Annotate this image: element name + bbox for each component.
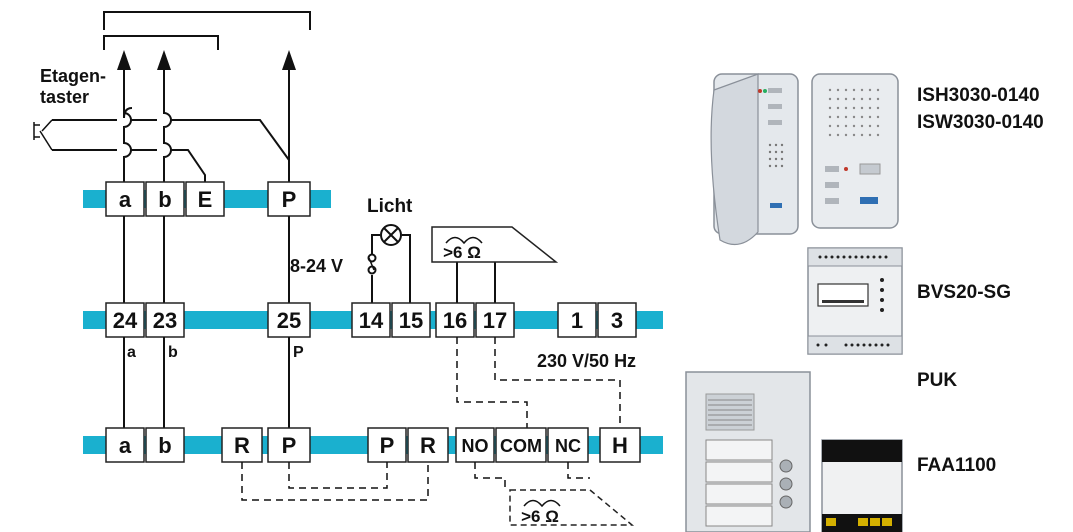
terminal-label: P [282, 187, 297, 212]
floor-button-symbol [33, 119, 53, 151]
terminal-label: 16 [443, 308, 467, 333]
licht-label: Licht [367, 196, 413, 217]
terminal-label: R [420, 433, 436, 458]
terminal-label: 14 [359, 308, 384, 333]
terminal-24 [105, 302, 145, 338]
etagentaster-label-1: Etagen- [40, 66, 106, 86]
top-bracket [103, 11, 311, 50]
wire-p-label: P [293, 344, 304, 361]
handset-device-illustration [710, 73, 799, 246]
terminal-com [495, 427, 547, 463]
terminal-label: COM [500, 436, 542, 456]
terminal-b-bottom [145, 427, 185, 463]
terminal-e [185, 181, 225, 217]
dashed-wires-lower [456, 337, 621, 428]
terminal-label: NC [555, 436, 581, 456]
wires-mid [123, 216, 496, 303]
terminal-3 [597, 302, 637, 338]
terminal-label: a [119, 433, 132, 458]
wire-a-label: a [127, 344, 136, 361]
door-station-illustration [685, 371, 811, 532]
model-label-handset-1: ISH3030-0140 [917, 85, 1040, 106]
terminal-label: 25 [277, 308, 301, 333]
terminal-r [221, 427, 263, 463]
terminal-nc [547, 427, 589, 463]
adapter-illustration [821, 439, 903, 532]
model-label-door-station: PUK [917, 370, 957, 391]
terminal-label: b [158, 187, 171, 212]
terminal-r2 [407, 427, 449, 463]
etagentaster-label-2: taster [40, 87, 89, 107]
resistor-box-bottom: >6 Ω [509, 489, 635, 526]
terminal-label: 24 [113, 308, 138, 333]
wires-lower [123, 337, 290, 428]
terminal-label: b [158, 433, 171, 458]
terminal-label: H [612, 433, 628, 458]
terminal-label: R [234, 433, 250, 458]
terminal-a-bottom [105, 427, 145, 463]
terminal-b [145, 181, 185, 217]
resistor-box-top: >6 Ω [431, 226, 559, 263]
terminal-label: 15 [399, 308, 423, 333]
wire-b-label: b [168, 344, 178, 361]
terminal-label: E [198, 187, 213, 212]
terminal-1 [557, 302, 597, 338]
top-terminals: a b E P [105, 181, 311, 217]
dashed-wires-bottom [241, 462, 590, 501]
up-arrows [117, 50, 296, 70]
terminal-label: P [380, 433, 395, 458]
terminal-p [267, 181, 311, 217]
terminal-15 [391, 302, 431, 338]
model-label-adapter: FAA1100 [917, 455, 996, 476]
terminal-16 [435, 302, 475, 338]
terminal-label: a [119, 187, 132, 212]
terminal-p-bottom [267, 427, 311, 463]
voltage-ac-label: 230 V/50 Hz [537, 351, 636, 371]
resistor-label-bottom: >6 Ω [521, 507, 559, 526]
terminal-h [599, 427, 641, 463]
lamp-icon [380, 224, 402, 246]
terminal-label: 23 [153, 308, 177, 333]
power-supply-illustration [807, 247, 903, 355]
middle-terminals: 24 23 25 14 15 16 17 1 3 [105, 302, 637, 338]
terminal-label: 17 [483, 308, 507, 333]
model-label-power-supply: BVS20-SG [917, 282, 1011, 303]
voltage-dc-label: 8-24 V [290, 256, 343, 276]
model-label-handset-2: ISW3030-0140 [917, 112, 1044, 133]
terminal-label: P [282, 433, 297, 458]
terminal-a [105, 181, 145, 217]
terminal-14 [351, 302, 391, 338]
bottom-terminals: a b R P P R NO COM NC H [105, 427, 641, 463]
resistor-label-top: >6 Ω [443, 243, 481, 262]
terminal-label: 1 [571, 308, 583, 333]
terminal-label: 3 [611, 308, 623, 333]
terminal-label: NO [462, 436, 489, 456]
handsfree-device-illustration [811, 73, 899, 229]
